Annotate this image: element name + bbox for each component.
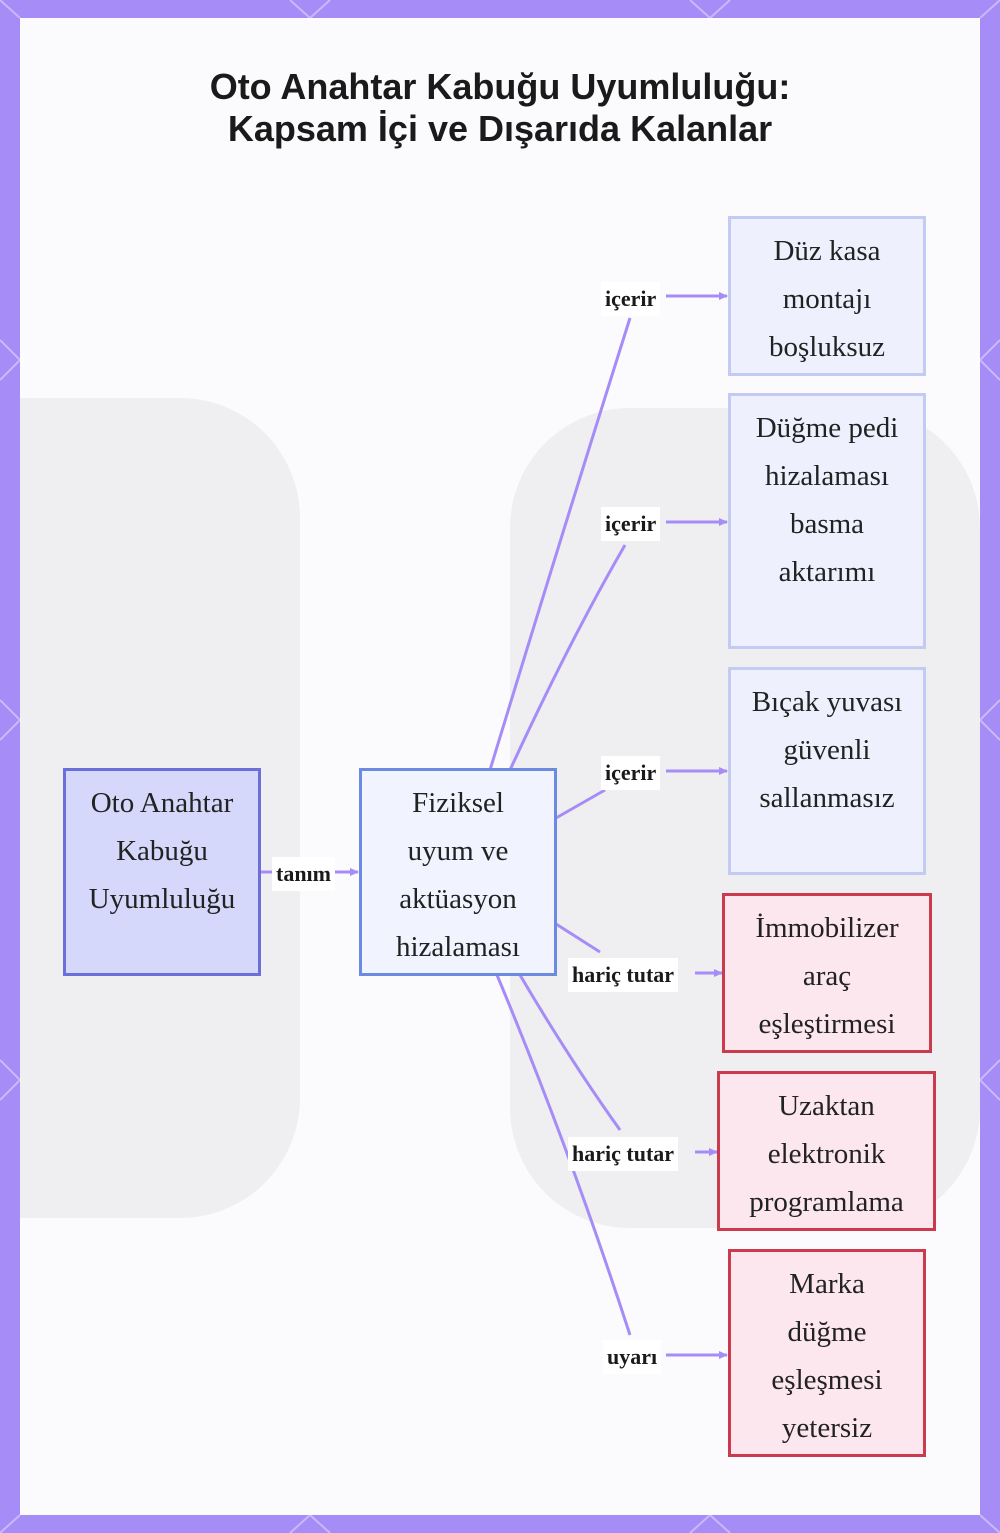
edge-label-warning: uyarı [603,1340,661,1374]
edge-label-definition: tanım [272,857,335,891]
edge-definition-to-exc2 [520,975,717,1152]
edge-label-include-2: içerir [601,507,660,541]
node-include-flush-fit: Düz kasa montajı boşluksuz [728,216,926,376]
node-root: Oto Anahtar Kabuğu Uyumluluğu [63,768,261,976]
edge-definition-to-inc2 [510,522,727,770]
node-definition: Fiziksel uyum ve aktüasyon hizalaması [359,768,557,976]
edge-label-include-1: içerir [601,282,660,316]
edge-label-exclude-1: hariç tutar [568,958,678,992]
edge-label-exclude-2: hariç tutar [568,1137,678,1171]
node-include-blade-slot: Bıçak yuvası güvenli sallanmasız [728,667,926,875]
node-exclude-remote-programming: Uzaktan elektronik programlama [717,1071,936,1231]
node-include-button-alignment: Düğme pedi hizalaması basma aktarımı [728,393,926,649]
node-exclude-immobilizer: İmmobilizer araç eşleştirmesi [722,893,932,1053]
node-warning-brand-match: Marka düğme eşleşmesi yetersiz [728,1249,926,1457]
edge-label-include-3: içerir [601,756,660,790]
